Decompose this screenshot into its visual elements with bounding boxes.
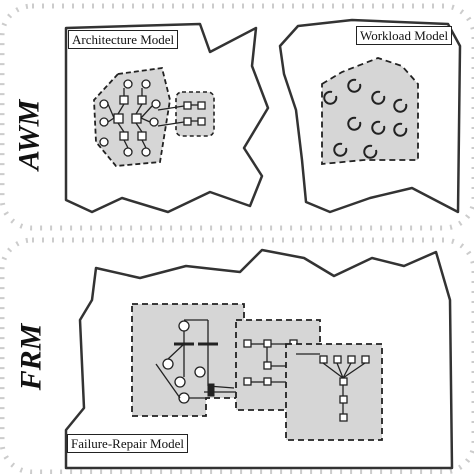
architecture-submodel — [93, 66, 215, 167]
workload-submodel — [321, 57, 419, 165]
frm-section-label: FRM — [14, 323, 48, 391]
failure-repair-submodel-3 — [285, 343, 383, 441]
failure-repair-submodel-1 — [131, 303, 245, 417]
architecture-model-title: Architecture Model — [68, 30, 179, 49]
awm-section-label: AWM — [12, 99, 46, 171]
failure-repair-model-title: Failure-Repair Model — [67, 434, 188, 453]
workload-model-title: Workload Model — [356, 26, 453, 45]
